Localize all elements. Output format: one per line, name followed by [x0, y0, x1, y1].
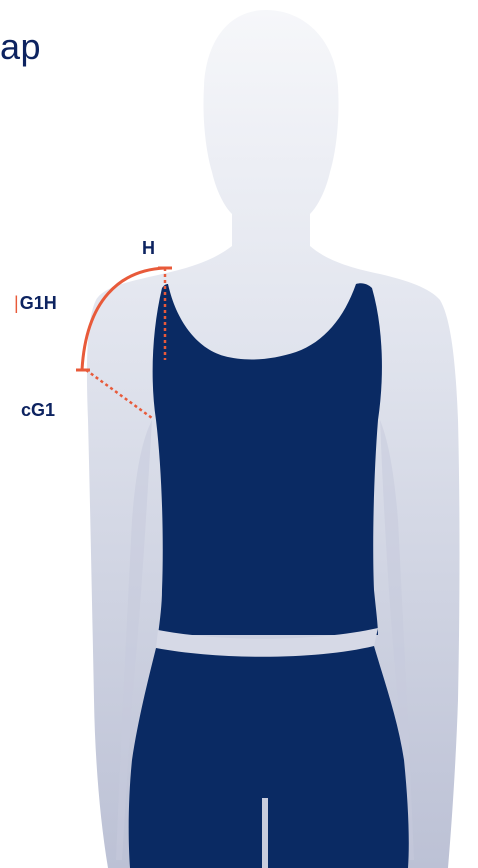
measurement-label-g1h: |G1H: [14, 294, 57, 312]
g1h-marker: |: [14, 293, 19, 313]
garment-bottom: [129, 646, 409, 868]
measurement-label-cg1: cG1: [21, 401, 55, 419]
measurement-label-h: H: [142, 239, 155, 257]
g1h-text: G1H: [20, 293, 57, 313]
leg-gap: [262, 798, 268, 868]
